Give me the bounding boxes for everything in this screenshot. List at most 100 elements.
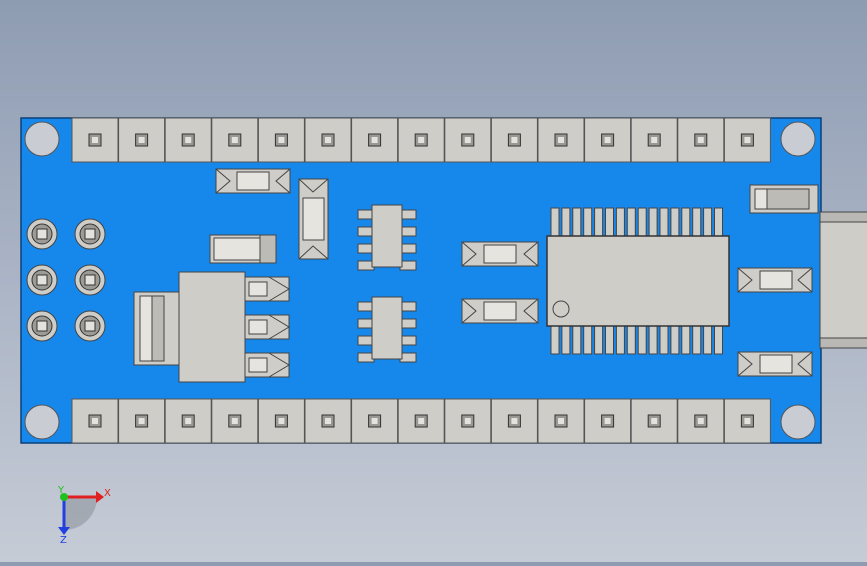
header-top-pin[interactable] bbox=[677, 117, 725, 163]
header-top-pin[interactable] bbox=[351, 117, 399, 163]
header-top-pin[interactable] bbox=[584, 117, 632, 163]
header-top-pin[interactable] bbox=[490, 117, 538, 163]
resistor-middle-lower[interactable] bbox=[461, 298, 539, 324]
main-ic[interactable] bbox=[546, 207, 730, 355]
mounting-hole-bottom-left bbox=[24, 404, 60, 440]
header-top-pin[interactable] bbox=[118, 117, 166, 163]
ic-pin-top bbox=[550, 207, 560, 237]
ic-pin-top bbox=[703, 207, 713, 237]
mounting-hole-bottom-right bbox=[780, 404, 816, 440]
header-bottom-pin[interactable] bbox=[118, 398, 166, 444]
resistor-top-left[interactable] bbox=[215, 168, 291, 194]
axis-x-arrow bbox=[96, 491, 104, 503]
header-bottom-pin[interactable] bbox=[444, 398, 492, 444]
ic-pin-bottom bbox=[572, 325, 582, 355]
header-bottom-pin[interactable] bbox=[257, 398, 305, 444]
header-bottom-pin[interactable] bbox=[397, 398, 445, 444]
ic-pin-bottom bbox=[714, 325, 723, 355]
pin-header-top[interactable] bbox=[71, 117, 771, 163]
header-top-pin[interactable] bbox=[71, 117, 119, 163]
small-ic[interactable] bbox=[357, 296, 417, 363]
ic-pin-bottom bbox=[594, 325, 604, 355]
diode-vertical[interactable] bbox=[298, 178, 329, 260]
ic-pin1-marker bbox=[552, 300, 570, 318]
header-top-pin[interactable] bbox=[630, 117, 678, 163]
axis-x-label: X bbox=[104, 488, 111, 499]
header-bottom-pin[interactable] bbox=[71, 398, 119, 444]
ic-pin-top bbox=[572, 207, 582, 237]
voltage-regulator[interactable] bbox=[133, 271, 290, 383]
ic-pin-top bbox=[681, 207, 691, 237]
ic-pin-top bbox=[648, 207, 658, 237]
round-pin[interactable] bbox=[74, 264, 106, 296]
mounting-holes bbox=[24, 121, 816, 440]
ic-pin-bottom bbox=[561, 325, 571, 355]
axis-y-dot bbox=[60, 493, 68, 501]
ic-pin-top bbox=[561, 207, 571, 237]
pin-header-bottom[interactable] bbox=[71, 398, 771, 444]
usb-connector[interactable] bbox=[819, 211, 867, 349]
ic-pin-top bbox=[583, 207, 593, 237]
resistor-middle-upper[interactable] bbox=[461, 241, 539, 267]
ic-pin-top bbox=[637, 207, 647, 237]
ic-pin-bottom bbox=[615, 325, 625, 355]
ic-pin-top bbox=[659, 207, 669, 237]
header-bottom-pin[interactable] bbox=[304, 398, 352, 444]
header-top-pin[interactable] bbox=[444, 117, 492, 163]
header-top-pin[interactable] bbox=[397, 117, 445, 163]
header-top-pin[interactable] bbox=[304, 117, 352, 163]
small-ic[interactable] bbox=[357, 204, 417, 271]
header-top-pin[interactable] bbox=[537, 117, 585, 163]
header-bottom-pin[interactable] bbox=[630, 398, 678, 444]
axis-z-arrow bbox=[58, 527, 70, 535]
header-bottom-pin[interactable] bbox=[351, 398, 399, 444]
resistor-right-upper[interactable] bbox=[737, 267, 813, 293]
header-top-pin[interactable] bbox=[257, 117, 305, 163]
axis-triad[interactable]: X Y Z bbox=[57, 485, 111, 546]
ic-pin-top bbox=[670, 207, 680, 237]
header-top-pin[interactable] bbox=[723, 117, 771, 163]
header-top-pin[interactable] bbox=[211, 117, 259, 163]
axis-z-label: Z bbox=[60, 535, 67, 546]
mounting-hole-top-right bbox=[780, 121, 816, 157]
header-bottom-pin[interactable] bbox=[211, 398, 259, 444]
capacitor-left[interactable] bbox=[209, 234, 277, 264]
resistor-right-lower[interactable] bbox=[737, 351, 813, 377]
header-bottom-pin[interactable] bbox=[677, 398, 725, 444]
ic-pin-bottom bbox=[703, 325, 713, 355]
round-pin[interactable] bbox=[26, 264, 58, 296]
header-bottom-pin[interactable] bbox=[723, 398, 771, 444]
ic-pin-top bbox=[594, 207, 604, 237]
ic-pin-top bbox=[626, 207, 636, 237]
mounting-hole-top-left bbox=[24, 121, 60, 157]
ic-pin-bottom bbox=[626, 325, 636, 355]
round-pin[interactable] bbox=[26, 218, 58, 250]
header-bottom-pin[interactable] bbox=[164, 398, 212, 444]
crystal-top-right[interactable] bbox=[749, 184, 819, 214]
ic-pin-top bbox=[692, 207, 702, 237]
ic-pin-bottom bbox=[550, 325, 560, 355]
ic-pin-top bbox=[714, 207, 723, 237]
small-ic-group[interactable] bbox=[357, 204, 417, 363]
header-bottom-pin[interactable] bbox=[584, 398, 632, 444]
round-pin[interactable] bbox=[26, 310, 58, 342]
ic-pin-bottom bbox=[659, 325, 669, 355]
ic-pin-top bbox=[615, 207, 625, 237]
header-bottom-pin[interactable] bbox=[490, 398, 538, 444]
programming-header[interactable] bbox=[26, 218, 106, 342]
ic-pin-top bbox=[605, 207, 614, 237]
ic-pin-bottom bbox=[670, 325, 680, 355]
ic-pin-bottom bbox=[583, 325, 593, 355]
ic-pin-bottom bbox=[692, 325, 702, 355]
header-bottom-pin[interactable] bbox=[537, 398, 585, 444]
ic-pin-bottom bbox=[637, 325, 647, 355]
round-pin[interactable] bbox=[74, 218, 106, 250]
ic-pin-bottom bbox=[648, 325, 658, 355]
regulator-leads bbox=[244, 276, 290, 378]
round-pin[interactable] bbox=[74, 310, 106, 342]
header-top-pin[interactable] bbox=[164, 117, 212, 163]
ic-body bbox=[546, 235, 730, 327]
ic-pin-bottom bbox=[605, 325, 614, 355]
